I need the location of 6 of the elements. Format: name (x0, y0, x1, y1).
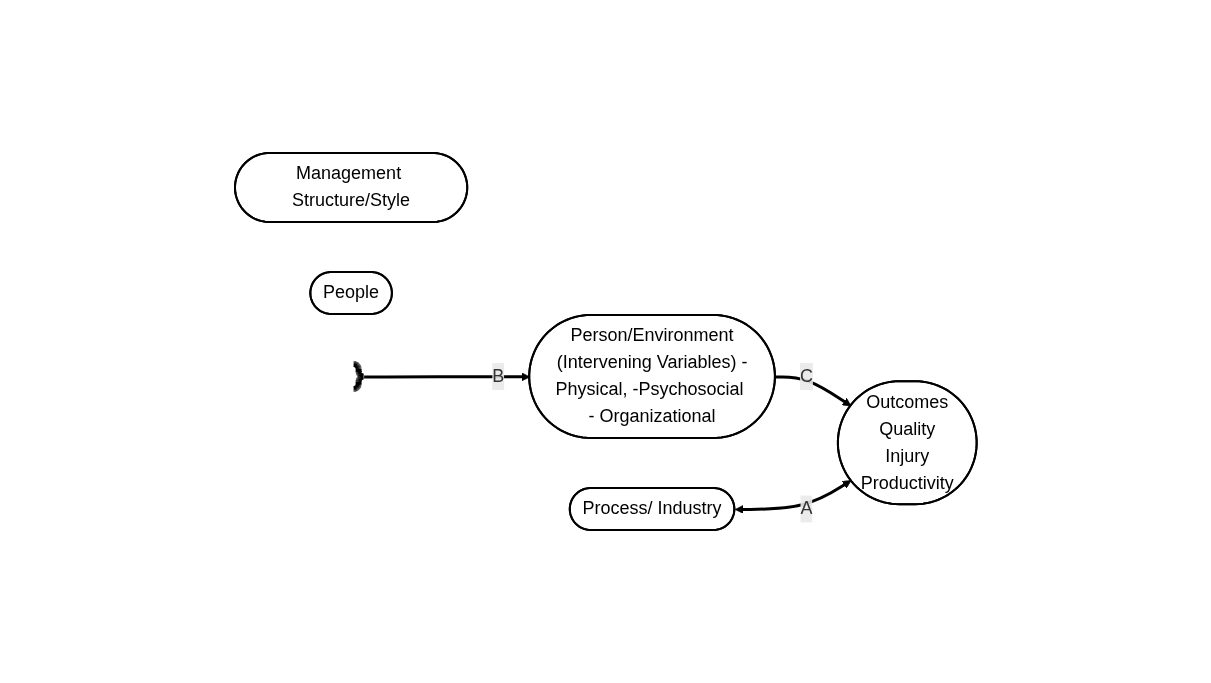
edge-label: B (491, 365, 504, 386)
node-brace (350, 361, 367, 392)
edge-label: A (800, 498, 813, 519)
edge-label: C (799, 365, 813, 386)
arrow (734, 480, 852, 514)
arrow (363, 372, 530, 382)
